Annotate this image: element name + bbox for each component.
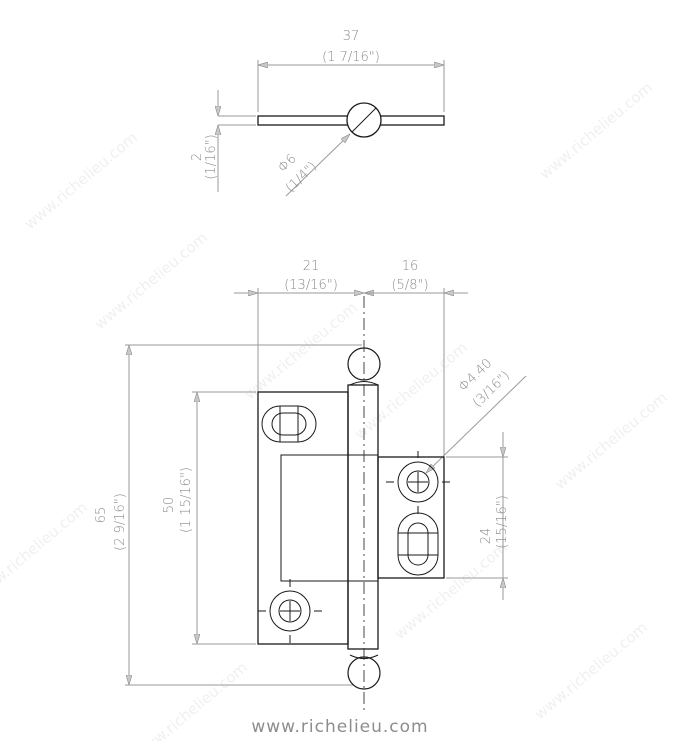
leaf-right-width-in: (5/8") — [391, 278, 428, 293]
slotted-hole-left — [261, 405, 317, 443]
screw-hole-right — [386, 451, 450, 514]
inner-leaf-height-in: (15/16") — [495, 495, 510, 549]
leaf-left-width-in: (13/16") — [284, 278, 338, 293]
hinge-right-leaf — [377, 456, 445, 579]
leaf-left-width-mm: 21 — [303, 259, 320, 274]
hinge-left-leaf — [257, 391, 349, 645]
top-width-in: (1 7/16") — [322, 50, 380, 65]
overall-height-mm: 65 — [94, 507, 109, 524]
watermark: www.richelieu.com — [551, 388, 671, 493]
watermark: www.richelieu.com — [531, 618, 651, 723]
watermark: www.richelieu.com — [241, 298, 361, 403]
hinge-inner-recess — [280, 454, 349, 582]
inner-leaf-height-mm: 24 — [479, 528, 494, 545]
watermark: www.richelieu.com — [91, 228, 211, 333]
watermark: www.richelieu.com — [391, 538, 511, 643]
watermark-layer: www.richelieu.com www.richelieu.com www.… — [0, 78, 671, 741]
overall-height-in: (2 9/16") — [113, 493, 128, 551]
website-footer: www.richelieu.com — [251, 717, 428, 737]
watermark: www.richelieu.com — [536, 78, 656, 183]
watermark: www.richelieu.com — [21, 128, 141, 233]
watermark: www.richelieu.com — [0, 498, 91, 603]
front-view: 21 (13/16") 16 (5/8") 65 (2 9/16") 50 (1… — [94, 259, 527, 712]
top-width-mm: 37 — [343, 29, 360, 44]
leaf-right-width-mm: 16 — [402, 259, 419, 274]
leaf-height-mm: 50 — [162, 497, 177, 514]
top-thickness-mm: 2 — [190, 153, 205, 161]
leaf-height-in: (1 15/16") — [179, 467, 194, 533]
top-thickness-in: (1/16") — [204, 134, 219, 179]
slotted-hole-right — [397, 512, 439, 576]
screw-hole-left — [258, 579, 322, 643]
watermark: www.richelieu.com — [131, 658, 251, 741]
top-view: 37 (1 7/16") 2 (1/16") Φ6 (1/4") — [190, 29, 445, 197]
